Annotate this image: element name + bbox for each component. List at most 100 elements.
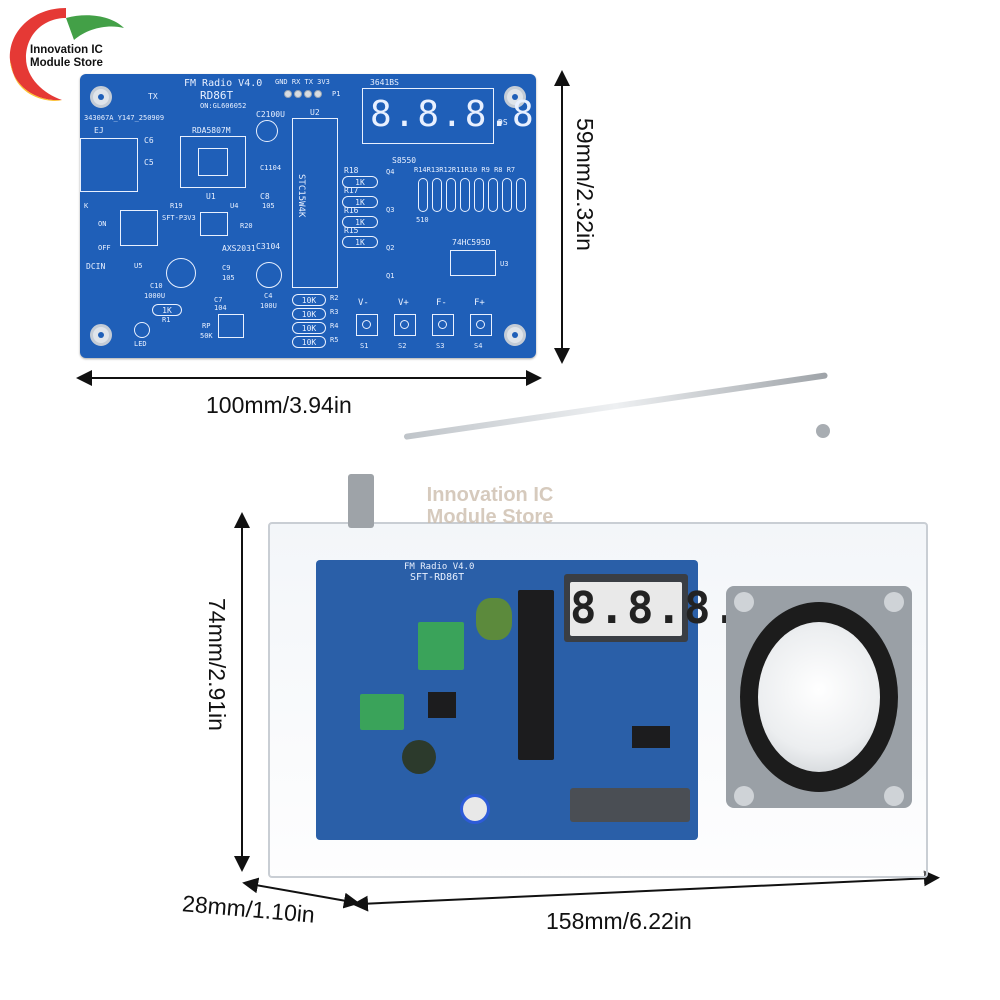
button-f-plus	[470, 314, 492, 336]
watermark-line2: Module Store	[426, 506, 554, 528]
pcb-code: 343067A_Y147_250909	[84, 114, 165, 122]
mcu-label: STC15W4K	[296, 174, 306, 218]
resistor-r3: 10K	[292, 308, 326, 320]
label-c2100u: C2100U	[256, 110, 285, 119]
button-v-plus	[394, 314, 416, 336]
button-ref-s1: S1	[360, 342, 369, 350]
display-footprint	[362, 88, 494, 144]
label-u5: U5	[134, 262, 143, 270]
label-rp: RP	[202, 322, 211, 330]
label-r18: R18	[344, 166, 359, 175]
display-label: 3641BS	[370, 78, 399, 87]
label-sft: SFT-P3V3	[162, 214, 196, 222]
label-r19: R19	[170, 202, 183, 210]
resistor-r15: 1K	[342, 236, 378, 248]
label-c1104: C1104	[260, 164, 282, 172]
label-r17: R17	[344, 186, 359, 195]
label-c8-value: 105	[262, 202, 275, 210]
label-74hc595: 74HC595D	[452, 238, 491, 247]
label-q1: Q1	[386, 272, 395, 280]
label-p1: P1	[332, 90, 341, 98]
label-r3: R3	[330, 308, 339, 316]
pcb-board: FM Radio V4.0 RD86T ON:GL606052 TX GND R…	[80, 74, 536, 358]
label-c7: C7	[214, 296, 223, 304]
label-q3: Q3	[386, 206, 395, 214]
label-r15: R15	[344, 226, 359, 235]
label-k: K	[84, 202, 89, 210]
label-c10-value: 1000U	[144, 292, 166, 300]
led-footprint	[134, 322, 150, 338]
resistor-r17: 1K	[342, 196, 378, 208]
button-row	[570, 788, 690, 822]
regulator-module	[360, 694, 404, 730]
rda-module-footprint	[180, 136, 246, 188]
segment-display: 8.8.8.8	[570, 582, 770, 636]
speaker-screw	[734, 592, 754, 612]
label-c6: C6	[144, 136, 154, 145]
pcb-model: RD86T	[200, 89, 234, 102]
capacitor-c4	[256, 262, 282, 288]
dim-pcb-width: 100mm/3.94in	[206, 392, 352, 418]
label-c3104: C3104	[256, 242, 281, 251]
label-u2: U2	[310, 108, 320, 117]
audio-jack-footprint	[80, 138, 138, 192]
speaker-cone	[758, 622, 880, 772]
button-label-f-minus: F-	[436, 298, 447, 308]
mount-hole	[504, 86, 526, 108]
resistor-r16: 1K	[342, 216, 378, 228]
amplifier-chip	[200, 212, 228, 236]
label-s8550: S8550	[392, 156, 417, 165]
resistor-r2: 10K	[292, 294, 326, 306]
logo-line2: Module Store	[30, 57, 103, 69]
label-c8: C8	[260, 192, 270, 201]
capacitor-large	[402, 740, 436, 774]
label-on: ON	[98, 220, 107, 228]
mount-hole	[90, 86, 112, 108]
antenna-tip	[816, 424, 830, 438]
label-rda: RDA5807M	[192, 126, 231, 135]
label-ds: DS	[498, 118, 508, 127]
label-off: OFF	[98, 244, 111, 252]
label-r2: R2	[330, 294, 339, 302]
speaker-screw	[884, 592, 904, 612]
button-ref-s2: S2	[398, 342, 407, 350]
button-ref-s3: S3	[436, 342, 445, 350]
capacitor-green	[476, 598, 512, 640]
label-led: LED	[134, 340, 147, 348]
label-axs: AXS2031	[222, 244, 256, 253]
logo-line1: Innovation IC	[30, 44, 103, 56]
dim-case-depth: 28mm/1.10in	[181, 890, 316, 928]
display-digits: 8.8.8.8	[370, 94, 536, 135]
speaker-screw	[734, 786, 754, 806]
pcb-serial: ON:GL606052	[200, 102, 247, 110]
mcu-socket	[292, 118, 338, 288]
watermark-line1: Innovation IC	[426, 484, 554, 506]
label-r16: R16	[344, 206, 359, 215]
capacitor-c10	[166, 258, 196, 288]
dim-case-length: 158mm/6.22in	[546, 908, 692, 934]
label-c9-value: 105	[222, 274, 235, 282]
label-c4-value: 100U	[260, 302, 277, 310]
mcu-chip	[518, 590, 554, 760]
label-u1: U1	[206, 192, 216, 201]
button-f-minus	[432, 314, 454, 336]
resistor-row-value: 510	[416, 216, 429, 224]
label-tx: TX	[148, 92, 158, 101]
button-v-minus	[356, 314, 378, 336]
shift-register-footprint	[450, 250, 496, 276]
label-u3: U3	[500, 260, 509, 268]
resistor-r4: 10K	[292, 322, 326, 334]
button-ref-s4: S4	[474, 342, 483, 350]
label-q2: Q2	[386, 244, 395, 252]
rda-chip	[198, 148, 228, 176]
fm-module	[418, 622, 464, 670]
telescopic-antenna	[403, 372, 828, 440]
label-c5: C5	[144, 158, 154, 167]
label-rp-value: 50K	[200, 332, 213, 340]
speaker-screw	[884, 786, 904, 806]
label-r5: R5	[330, 336, 339, 344]
label-r20: R20	[240, 222, 253, 230]
label-c9: C9	[222, 264, 231, 272]
resistor-r5: 10K	[292, 336, 326, 348]
sft-module-footprint	[120, 210, 158, 246]
